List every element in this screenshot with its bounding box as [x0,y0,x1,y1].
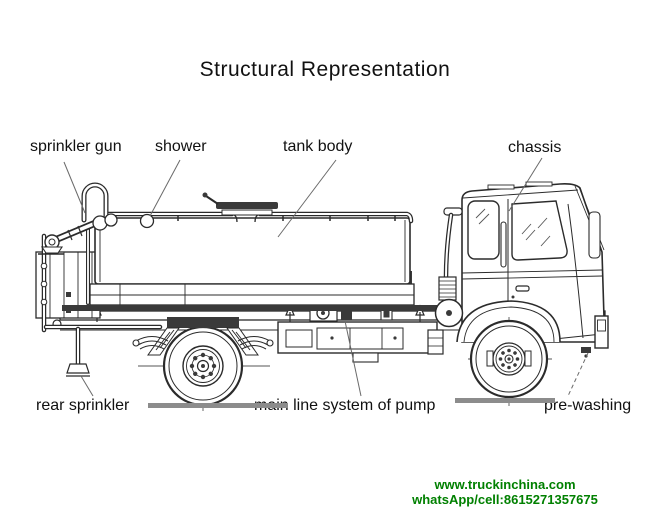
wheel-bolts [189,352,217,380]
wheel-bolts [498,348,520,370]
grab-rail [500,221,507,268]
rear-sprinkler-drawing [43,324,163,377]
leader-main-line [344,320,362,397]
label-sprinkler-gun: sprinkler gun [30,138,122,155]
tank-body-drawing [62,217,437,311]
front-wheel [468,317,552,406]
page-title: Structural Representation [199,58,451,81]
rear-window [467,200,500,260]
top-railing-pipe [104,211,414,229]
label-rear-sprinkler: rear sprinkler [36,397,130,414]
rear-mudguard [147,317,259,356]
leaf-springs [132,335,274,350]
sprinkler-gun-drawing [38,213,118,255]
label-tank-body: tank body [283,138,353,155]
leader-shower [149,159,181,217]
door-window [511,200,568,261]
manhole [202,192,278,216]
leader-chassis [508,157,543,212]
air-intake-stack [434,207,464,328]
footer-website: www.truckinchina.com [434,477,576,492]
label-pre-washing: pre-washing [544,397,632,414]
leader-tank-body [277,159,337,238]
leader-sprinkler-gun [63,161,86,214]
leader-pre-washing [567,352,589,397]
footer-contact-block: www.truckinchina.com whatsApp/cell:86152… [405,477,605,507]
cab-drawing [427,181,605,355]
leader-lines [63,157,589,397]
label-chassis: chassis [508,139,562,156]
label-main-line-system-of-pump: main line system of pump [254,397,436,414]
shower-arch-drawing [81,182,109,223]
footer-whatsapp: whatsApp/cell:8615271357675 [412,492,598,507]
leader-rear-sprinkler [80,375,94,397]
door-handle [515,285,530,292]
front-bumper [594,315,609,349]
ground-lines [148,398,555,408]
rear-wheel [138,322,270,411]
shower-head [139,213,155,229]
label-shower: shower [155,138,207,155]
pre-washing-nozzle [581,347,591,358]
